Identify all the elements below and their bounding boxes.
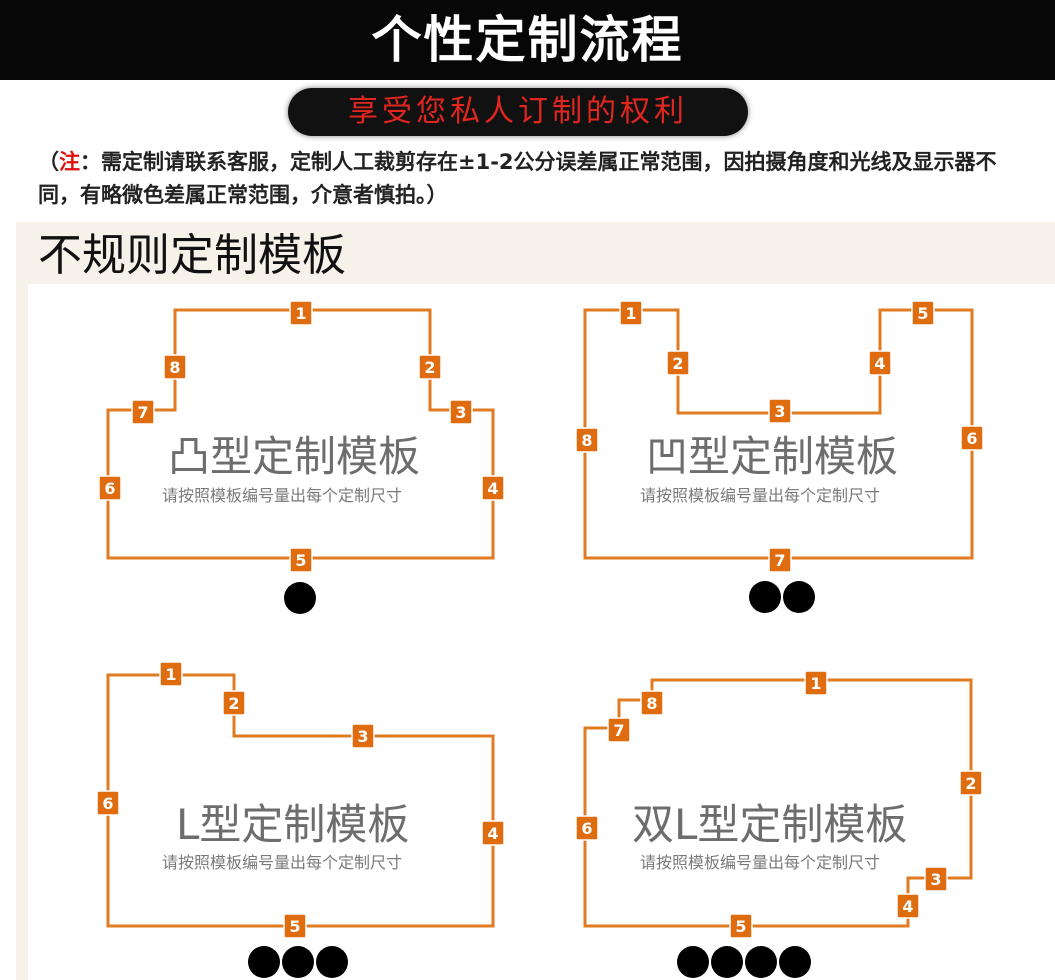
template-name-concave: 凹型定制模板 [646, 432, 899, 481]
l-shape-marker-3: 3 [351, 723, 375, 749]
marker-number: 3 [930, 870, 941, 889]
marker-number: 2 [228, 694, 239, 713]
marker-number: 5 [917, 304, 928, 323]
concave-marker-4: 4 [868, 350, 892, 376]
notice-text: （注：需定制请联系客服，定制人工裁剪存在±1-2公分误差属正常范围，因拍摄角度和… [38, 146, 1028, 212]
marker-number: 5 [295, 551, 306, 570]
convex-marker-3: 3 [449, 399, 473, 425]
convex-marker-6: 6 [98, 475, 122, 501]
marker-number: 2 [965, 774, 976, 793]
template-hint-double-l: 请按照模板编号量出每个定制尺寸 [640, 853, 881, 872]
header-bar: 个性定制流程 [0, 0, 1055, 80]
notice-open-paren: （ [38, 150, 59, 174]
marker-number: 1 [295, 304, 306, 323]
marker-number: 2 [424, 358, 435, 377]
marker-number: 4 [874, 354, 885, 373]
marker-number: 6 [104, 479, 115, 498]
concave-marker-6: 6 [960, 425, 984, 451]
marker-number: 1 [810, 674, 821, 693]
convex-marker-4: 4 [481, 475, 505, 501]
double-l-marker-2: 2 [959, 770, 983, 796]
double-l-outline [583, 678, 973, 928]
convex-marker-1: 1 [289, 300, 313, 326]
marker-number: 2 [672, 354, 683, 373]
template-panel [28, 284, 1055, 980]
convex-count-dot [284, 582, 316, 614]
marker-number: 6 [966, 429, 977, 448]
marker-number: 4 [487, 479, 498, 498]
l-shape-outline [106, 673, 495, 928]
double-l-count-dot [745, 946, 777, 978]
marker-number: 8 [169, 358, 180, 377]
banner-text: 享受您私人订制的权利 [348, 94, 688, 129]
marker-number: 1 [625, 304, 636, 323]
double-l-marker-5: 5 [729, 913, 753, 939]
marker-number: 3 [774, 402, 785, 421]
template-section [16, 222, 1055, 980]
concave-marker-7: 7 [768, 547, 792, 573]
marker-number: 1 [165, 665, 176, 684]
template-hint-convex: 请按照模板编号量出每个定制尺寸 [162, 486, 403, 505]
concave-marker-3: 3 [768, 398, 792, 424]
l-shape-marker-1: 1 [159, 661, 183, 687]
marker-number: 7 [137, 403, 148, 422]
double-l-marker-6: 6 [575, 815, 599, 841]
marker-number: 6 [581, 819, 592, 838]
template-hint-l: 请按照模板编号量出每个定制尺寸 [162, 853, 403, 872]
double-l-marker-3: 3 [924, 866, 948, 892]
double-l-marker-7: 7 [607, 717, 631, 743]
template-hint-concave: 请按照模板编号量出每个定制尺寸 [640, 486, 881, 505]
l-shape-count-dot [316, 946, 348, 978]
template-name-convex: 凸型定制模板 [168, 432, 421, 481]
concave-marker-1: 1 [619, 300, 643, 326]
template-name-l: L型定制模板 [176, 800, 410, 849]
marker-number: 3 [357, 727, 368, 746]
l-shape-count-dot [248, 946, 280, 978]
marker-number: 8 [646, 694, 657, 713]
double-l-marker-1: 1 [804, 670, 828, 696]
marker-number: 6 [102, 794, 113, 813]
banner-pill: 享受您私人订制的权利 [288, 88, 748, 136]
notice-label: 注 [59, 150, 80, 174]
marker-number: 5 [735, 917, 746, 936]
page-title: 个性定制流程 [371, 11, 684, 69]
template-name-double-l: 双L型定制模板 [632, 800, 908, 849]
marker-number: 8 [581, 431, 592, 450]
l-shape-marker-6: 6 [96, 790, 120, 816]
l-shape-marker-5: 5 [283, 913, 307, 939]
concave-count-dot [749, 581, 781, 613]
concave-marker-8: 8 [575, 427, 599, 453]
l-shape-marker-2: 2 [222, 690, 246, 716]
marker-number: 7 [613, 721, 624, 740]
l-shape-marker-4: 4 [481, 820, 505, 846]
convex-marker-8: 8 [163, 354, 187, 380]
double-l-marker-8: 8 [640, 690, 664, 716]
double-l-count-dot [779, 946, 811, 978]
marker-number: 4 [902, 897, 913, 916]
convex-marker-2: 2 [418, 354, 442, 380]
section-title: 不规则定制模板 [38, 230, 346, 281]
concave-count-dot [783, 581, 815, 613]
double-l-count-dot [711, 946, 743, 978]
double-l-marker-4: 4 [896, 893, 920, 919]
marker-number: 5 [289, 917, 300, 936]
double-l-count-dot [677, 946, 709, 978]
concave-marker-2: 2 [666, 350, 690, 376]
concave-marker-5: 5 [911, 300, 935, 326]
convex-marker-5: 5 [289, 547, 313, 573]
notice-body: ：需定制请联系客服，定制人工裁剪存在±1-2公分误差属正常范围，因拍摄角度和光线… [38, 150, 997, 207]
concave-outline [583, 308, 974, 560]
marker-number: 7 [774, 551, 785, 570]
marker-number: 4 [487, 824, 498, 843]
l-shape-count-dot [282, 946, 314, 978]
marker-number: 3 [455, 403, 466, 422]
convex-marker-7: 7 [131, 399, 155, 425]
